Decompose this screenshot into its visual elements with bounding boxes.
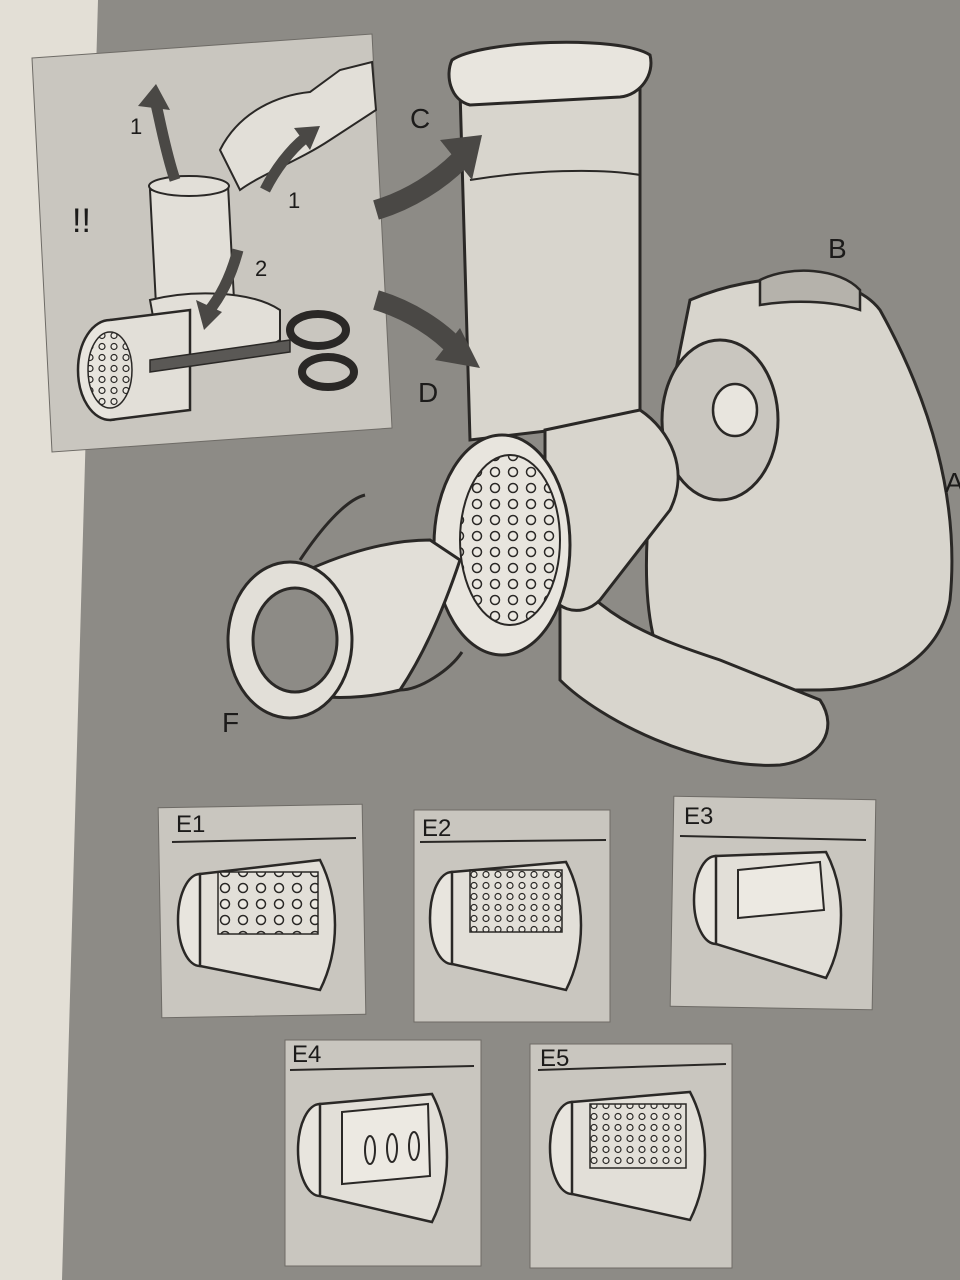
drum-card-e4: E4 (284, 1039, 482, 1267)
drum-card-e2: E2 (413, 809, 611, 1023)
drum-label-e5: E5 (540, 1045, 569, 1072)
part-label-c: C (410, 103, 430, 134)
slicer-assembly: C B D F A (222, 40, 960, 767)
step-one-label-right: 1 (288, 188, 300, 213)
warning-mark: !! (72, 202, 91, 240)
part-label-d: D (418, 377, 438, 408)
food-chute-c (458, 68, 642, 442)
drum-label-e1: E1 (176, 811, 205, 838)
part-label-f: F (222, 707, 239, 738)
drum-card-e3: E3 (669, 795, 877, 1011)
drum-card-e1: E1 (157, 803, 367, 1019)
part-label-a: A (945, 467, 960, 498)
drum-label-e3: E3 (684, 803, 713, 830)
inset-panel: !! 1 1 2 (31, 33, 393, 453)
drum-label-e4: E4 (292, 1041, 321, 1068)
drum-label-e2: E2 (422, 815, 451, 842)
drum-card-e5: E5 (529, 1043, 733, 1269)
part-label-b: B (828, 233, 847, 264)
step-one-label-left: 1 (130, 114, 142, 139)
step-two-label: 2 (255, 256, 267, 281)
release-button-b (758, 269, 862, 312)
